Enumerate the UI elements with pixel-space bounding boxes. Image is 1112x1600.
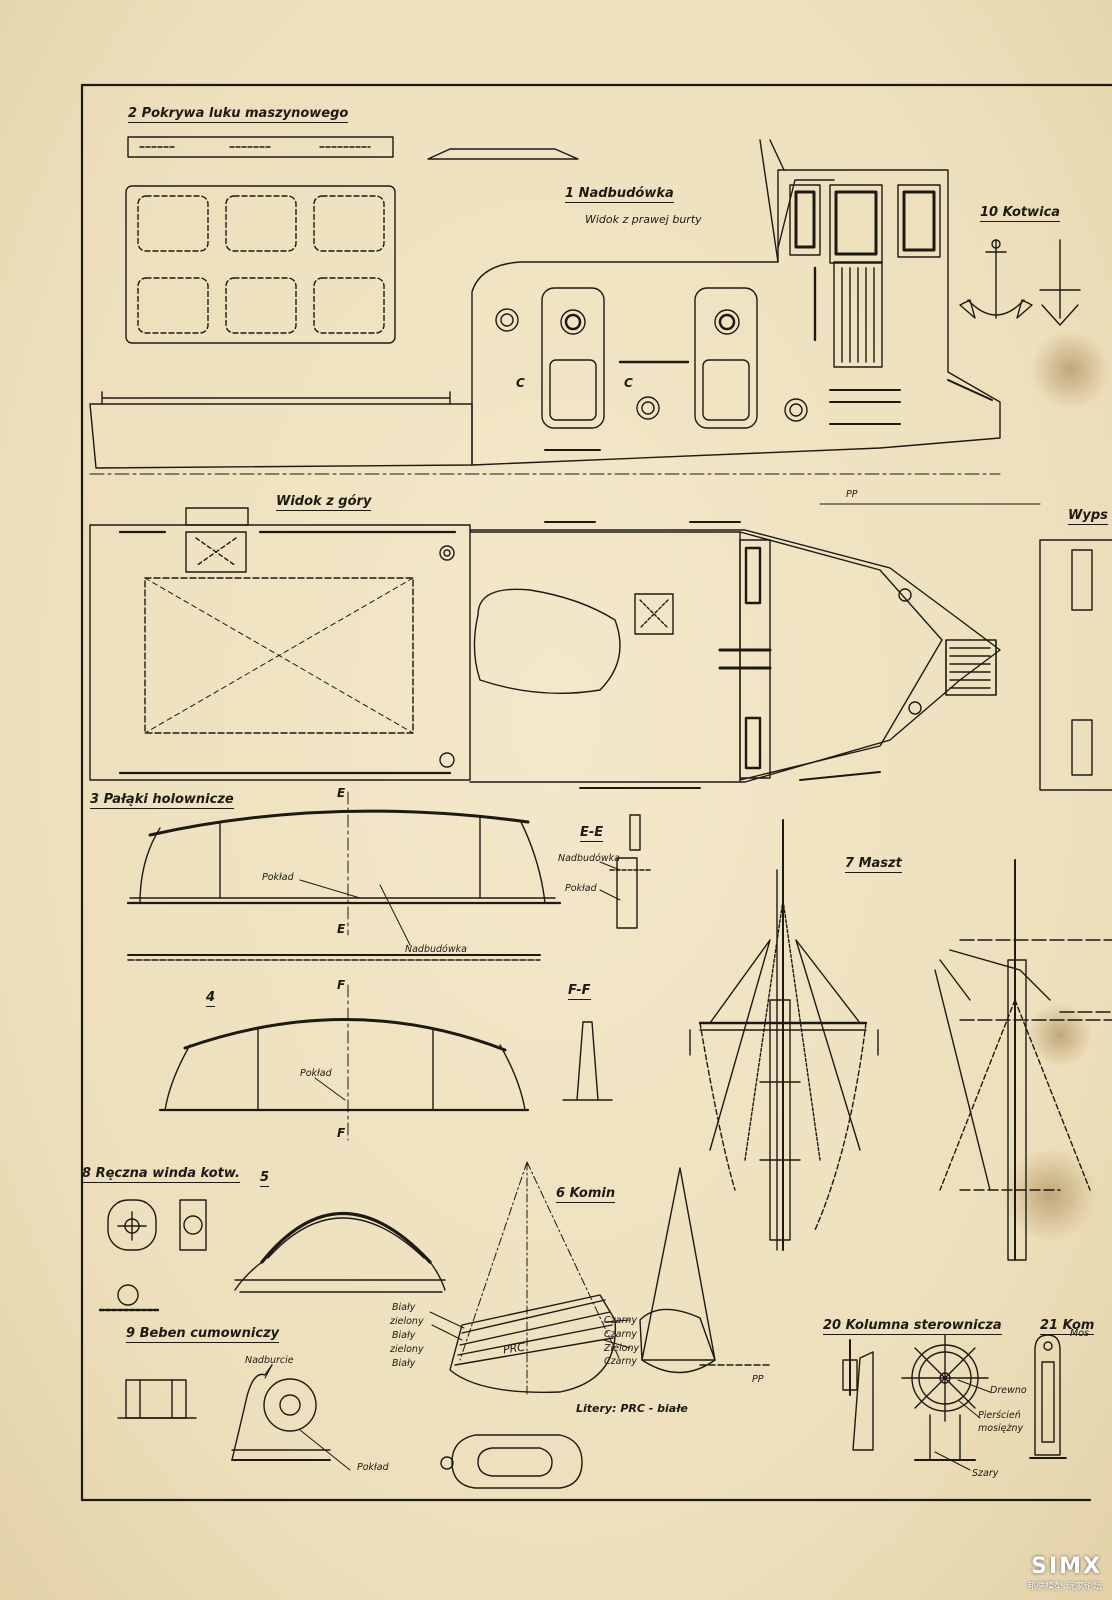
label-deck-3: Pokład [262, 872, 294, 883]
label-superstructure: 1 Nadbudówka [565, 186, 674, 203]
label-top-view: Widok z góry [276, 494, 372, 511]
hand-windlass-drawing [98, 1199, 207, 1312]
label-section-F-bottom: F [337, 1126, 346, 1140]
mooring-drum-drawing [117, 1364, 331, 1461]
label-brass-ring: Pierścień [978, 1410, 1021, 1421]
steering-column-drawing [842, 1334, 989, 1461]
label-towing-arches: 3 Pałąki holownicze [90, 792, 234, 809]
label-section-E-E: E-E [580, 825, 604, 842]
label-arch-4: 4 [206, 990, 216, 1007]
label-section-F-top: F [337, 978, 346, 992]
label-white-1: Biały [392, 1302, 416, 1313]
label-wyps: Wyps [1068, 508, 1108, 525]
label-EE-deck: Pokład [565, 883, 597, 894]
label-section-F-F: F-F [568, 983, 591, 1000]
engine-hatch-cover-drawing [125, 136, 579, 344]
arch-4-drawing [158, 984, 530, 1141]
towing-arches-drawing [126, 791, 562, 961]
label-item-21: 21 Kom [1040, 1318, 1095, 1335]
label-engine-hatch-cover: 2 Pokrywa luku maszynowego [128, 106, 349, 123]
label-hand-windlass: 8 Ręczna winda kotw. [82, 1166, 240, 1183]
label-deck-4: Pokład [300, 1068, 332, 1079]
label-section-C-2: C [624, 376, 633, 390]
anchor-drawing [959, 239, 1081, 326]
item-21-drawing [1029, 1334, 1067, 1459]
label-deck-9: Pokład [357, 1462, 389, 1473]
label-EE-superstructure: Nadbudówka [558, 853, 620, 864]
label-pp: PP [846, 489, 858, 500]
label-black-3: Czarny [604, 1329, 637, 1340]
watermark: SIMX 邦德模型 玩家论坛 [1027, 1554, 1102, 1592]
label-grey: Szary [972, 1468, 999, 1479]
watermark-logo: SIMX [1031, 1554, 1102, 1579]
label-brass: mosiężny [978, 1423, 1024, 1434]
section-F-F-drawing [562, 1021, 613, 1101]
label-superstructure-3: Nadbudówka [405, 944, 467, 955]
label-steering-column: 20 Kolumna sterownicza [823, 1318, 1002, 1335]
label-funnel: 6 Komin [556, 1186, 616, 1203]
label-bulwark: Nadburcie [245, 1355, 294, 1366]
stain [1030, 330, 1110, 410]
mast-drawing [689, 819, 1112, 1261]
section-E-E-drawing [609, 814, 651, 929]
stain [1000, 1150, 1100, 1240]
label-section-C-1: C [516, 376, 525, 390]
label-black-2: Czarny [604, 1356, 637, 1367]
label-mos: Mos [1070, 1328, 1089, 1339]
label-arch-5: 5 [260, 1170, 270, 1187]
label-mast: 7 Maszt [845, 856, 902, 873]
label-mooring-drum: 9 Beben cumowniczy [126, 1326, 280, 1343]
superstructure-side-view [89, 139, 1041, 505]
label-white-3: Biały [392, 1358, 416, 1369]
watermark-subtitle: 邦德模型 玩家论坛 [1027, 1582, 1102, 1592]
label-green-1: zielony [390, 1316, 424, 1327]
label-starboard-view: Widok z prawej burty [585, 213, 702, 226]
label-white-2: Biały [392, 1330, 416, 1341]
label-anchor: 10 Kotwica [980, 205, 1061, 222]
top-view-drawing [89, 507, 1112, 791]
label-pp-2: PP [752, 1374, 764, 1385]
label-section-E-top: E [337, 786, 346, 800]
label-wood: Drewno [990, 1385, 1027, 1396]
arch-5-drawing [234, 1211, 446, 1293]
leader-lines [264, 861, 991, 1471]
label-letters-note: Litery: PRC - białe [576, 1402, 688, 1415]
label-section-E-bottom: E [337, 922, 346, 936]
funnel-drawing [440, 1161, 771, 1489]
label-green-3: Zielony [604, 1343, 640, 1354]
label-black-1: Czarny [604, 1315, 637, 1326]
drawing-frame [80, 83, 1112, 1502]
label-green-2: zielony [390, 1344, 424, 1355]
